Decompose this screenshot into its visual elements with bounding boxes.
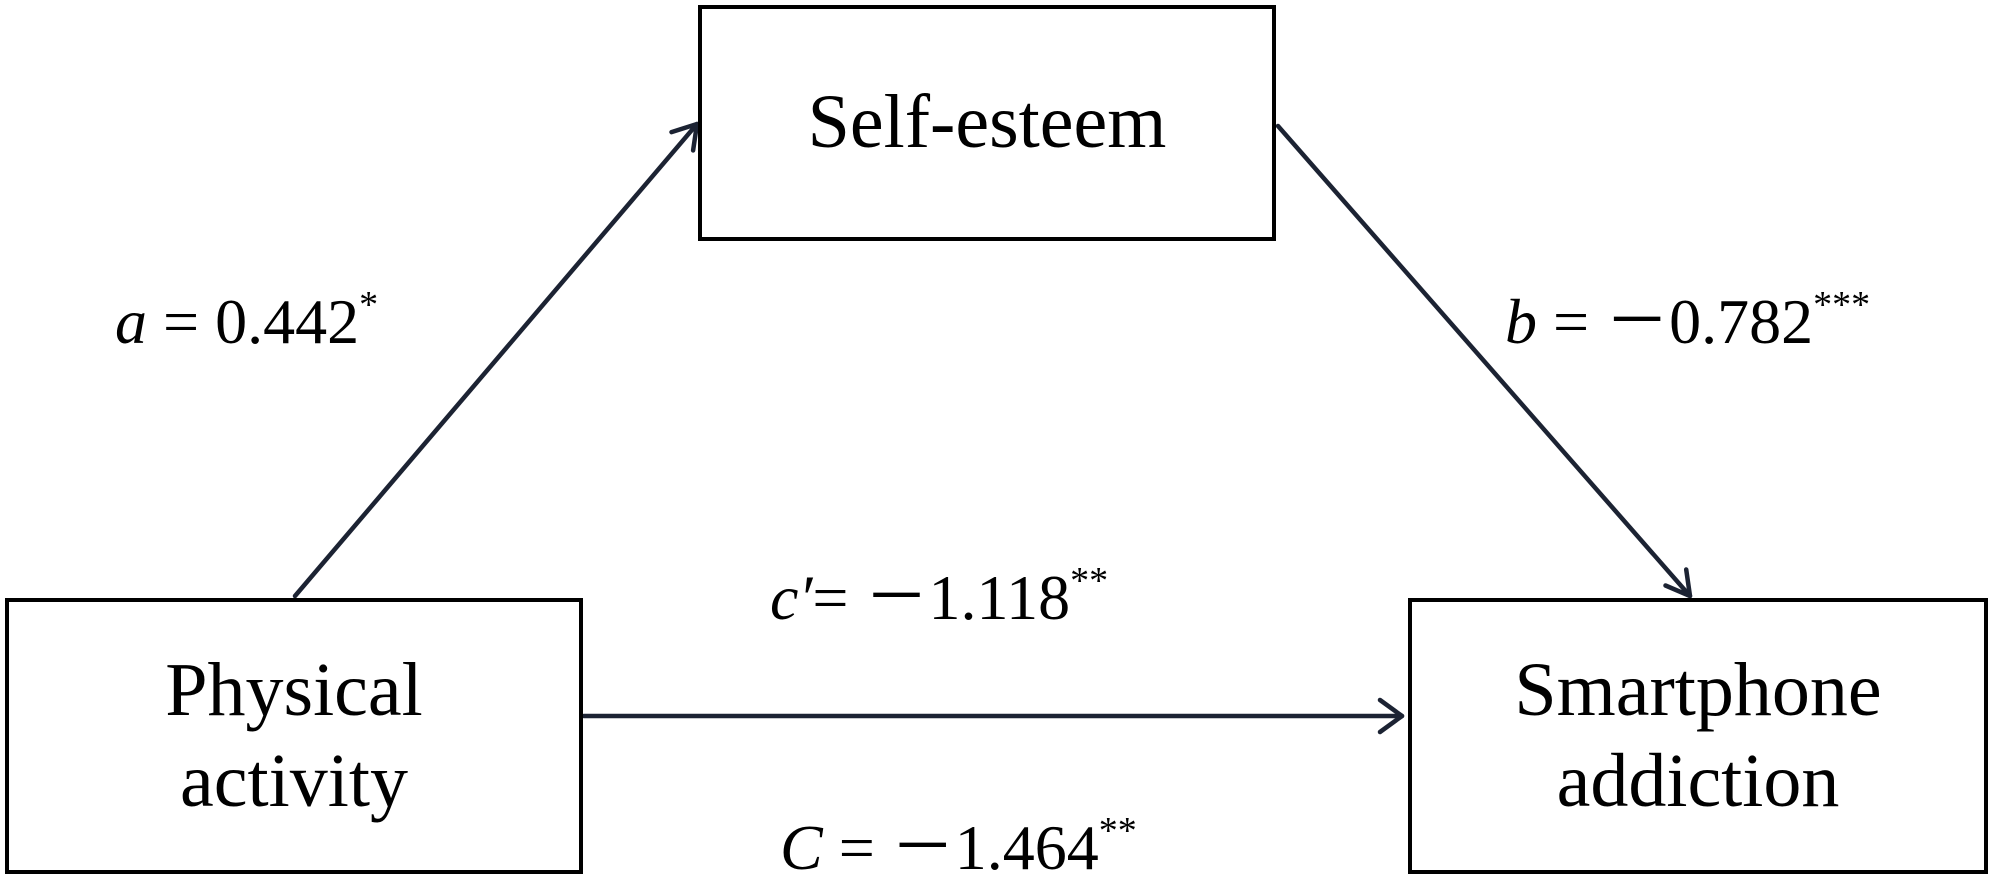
path-b-symbol: b: [1505, 286, 1537, 357]
path-c-total-coefficient: C = －1.464**: [780, 812, 1137, 880]
path-c-prime-equals: =: [812, 562, 865, 633]
arrow-a: [292, 121, 700, 599]
node-physical-activity: Physical activity: [5, 598, 583, 874]
arrow-c-prime: [581, 697, 1405, 735]
node-physical-activity-line1: Physical: [165, 647, 423, 732]
path-a-coefficient: a = 0.442*: [115, 286, 378, 354]
path-c-prime-coefficient: c′= －1.118**: [770, 562, 1108, 630]
node-self-esteem-label: Self-esteem: [807, 80, 1167, 165]
arrow-b: [1275, 123, 1693, 599]
path-c-total-equals: =: [822, 812, 891, 880]
path-c-prime-symbol: c′: [770, 562, 813, 633]
node-physical-activity-line2: activity: [180, 739, 408, 823]
path-a-significance: *: [359, 284, 379, 326]
node-smartphone-addiction-line1: Smartphone: [1514, 647, 1882, 732]
path-b-significance: ***: [1813, 284, 1871, 326]
node-smartphone-addiction-line2: addiction: [1556, 739, 1840, 823]
path-b-equals: =: [1537, 286, 1606, 357]
path-c-total-significance: **: [1098, 810, 1137, 852]
path-b-coefficient: b = －0.782***: [1505, 286, 1870, 354]
node-smartphone-addiction: Smartphone addiction: [1408, 598, 1988, 874]
path-c-prime-significance: **: [1070, 560, 1109, 602]
path-c-total-value: －1.464: [890, 812, 1099, 880]
path-a-value: 0.442: [215, 286, 360, 357]
path-a-symbol: a: [115, 286, 147, 357]
path-b-value: －0.782: [1605, 286, 1814, 357]
path-a-equals: =: [147, 286, 216, 357]
node-self-esteem: Self-esteem: [698, 5, 1276, 241]
path-c-prime-value: －1.118: [864, 562, 1071, 633]
path-c-total-symbol: C: [780, 812, 823, 880]
